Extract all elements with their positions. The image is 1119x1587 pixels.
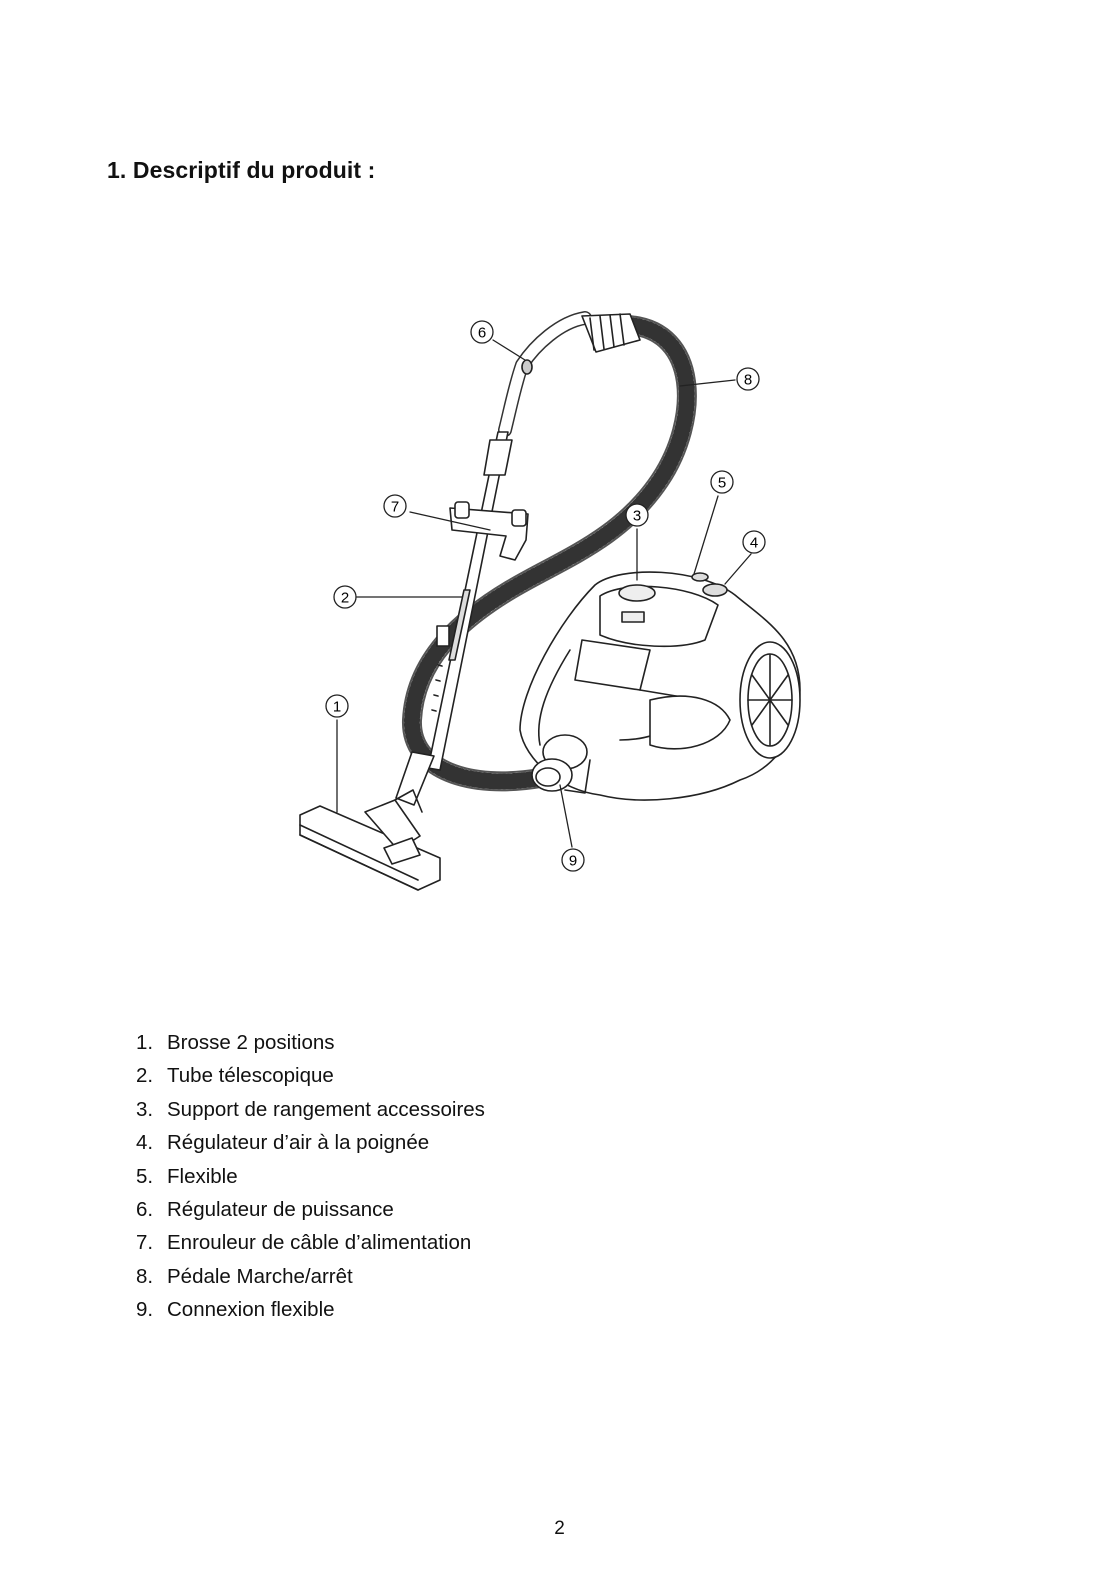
callout-7: 7 [384,495,406,517]
callout-3: 3 [626,504,648,526]
page-number: 2 [0,1518,1119,1540]
item-label: Connexion flexible [167,1293,335,1326]
list-item: 3.Support de rangement accessoires [136,1093,485,1126]
item-label: Support de rangement accessoires [167,1093,485,1126]
callout-1: 1 [326,695,348,717]
item-label: Brosse 2 positions [167,1026,335,1059]
list-item: 7.Enrouleur de câble d’alimentation [136,1226,485,1259]
list-item: 1.Brosse 2 positions [136,1026,485,1059]
callout-5: 5 [711,471,733,493]
svg-text:5: 5 [718,475,726,492]
item-label: Régulateur de puissance [167,1193,394,1226]
list-item: 4.Régulateur d’air à la poignée [136,1126,485,1159]
item-number: 1. [136,1026,167,1059]
item-label: Tube télescopique [167,1059,334,1092]
item-number: 6. [136,1193,167,1226]
parts-list: 1.Brosse 2 positions 2.Tube télescopique… [136,1026,485,1327]
item-number: 2. [136,1059,167,1092]
list-item: 2.Tube télescopique [136,1059,485,1092]
accessory-holder-drawing [450,502,528,560]
svg-text:8: 8 [744,372,752,389]
item-label: Régulateur d’air à la poignée [167,1126,429,1159]
list-item: 5.Flexible [136,1160,485,1193]
callout-6: 6 [471,321,493,343]
item-number: 8. [136,1260,167,1293]
list-item: 9.Connexion flexible [136,1293,485,1326]
floor-brush-drawing [300,790,440,890]
item-number: 3. [136,1093,167,1126]
item-label: Pédale Marche/arrêt [167,1260,353,1293]
item-number: 7. [136,1226,167,1259]
svg-text:3: 3 [633,508,641,525]
item-number: 9. [136,1293,167,1326]
callout-4: 4 [743,531,765,553]
callout-8: 8 [737,368,759,390]
svg-text:2: 2 [341,590,349,607]
svg-text:4: 4 [750,535,758,552]
item-number: 5. [136,1160,167,1193]
handle-drawing [505,314,640,430]
item-label: Enrouleur de câble d’alimentation [167,1226,471,1259]
svg-text:6: 6 [478,325,486,342]
callout-2: 2 [334,586,356,608]
item-number: 4. [136,1126,167,1159]
list-item: 8.Pédale Marche/arrêt [136,1260,485,1293]
item-label: Flexible [167,1160,238,1193]
svg-text:7: 7 [391,499,399,516]
svg-text:9: 9 [569,853,577,870]
list-item: 6.Régulateur de puissance [136,1193,485,1226]
canister-body-drawing [520,572,800,800]
svg-text:1: 1 [333,699,341,716]
callout-9: 9 [562,849,584,871]
